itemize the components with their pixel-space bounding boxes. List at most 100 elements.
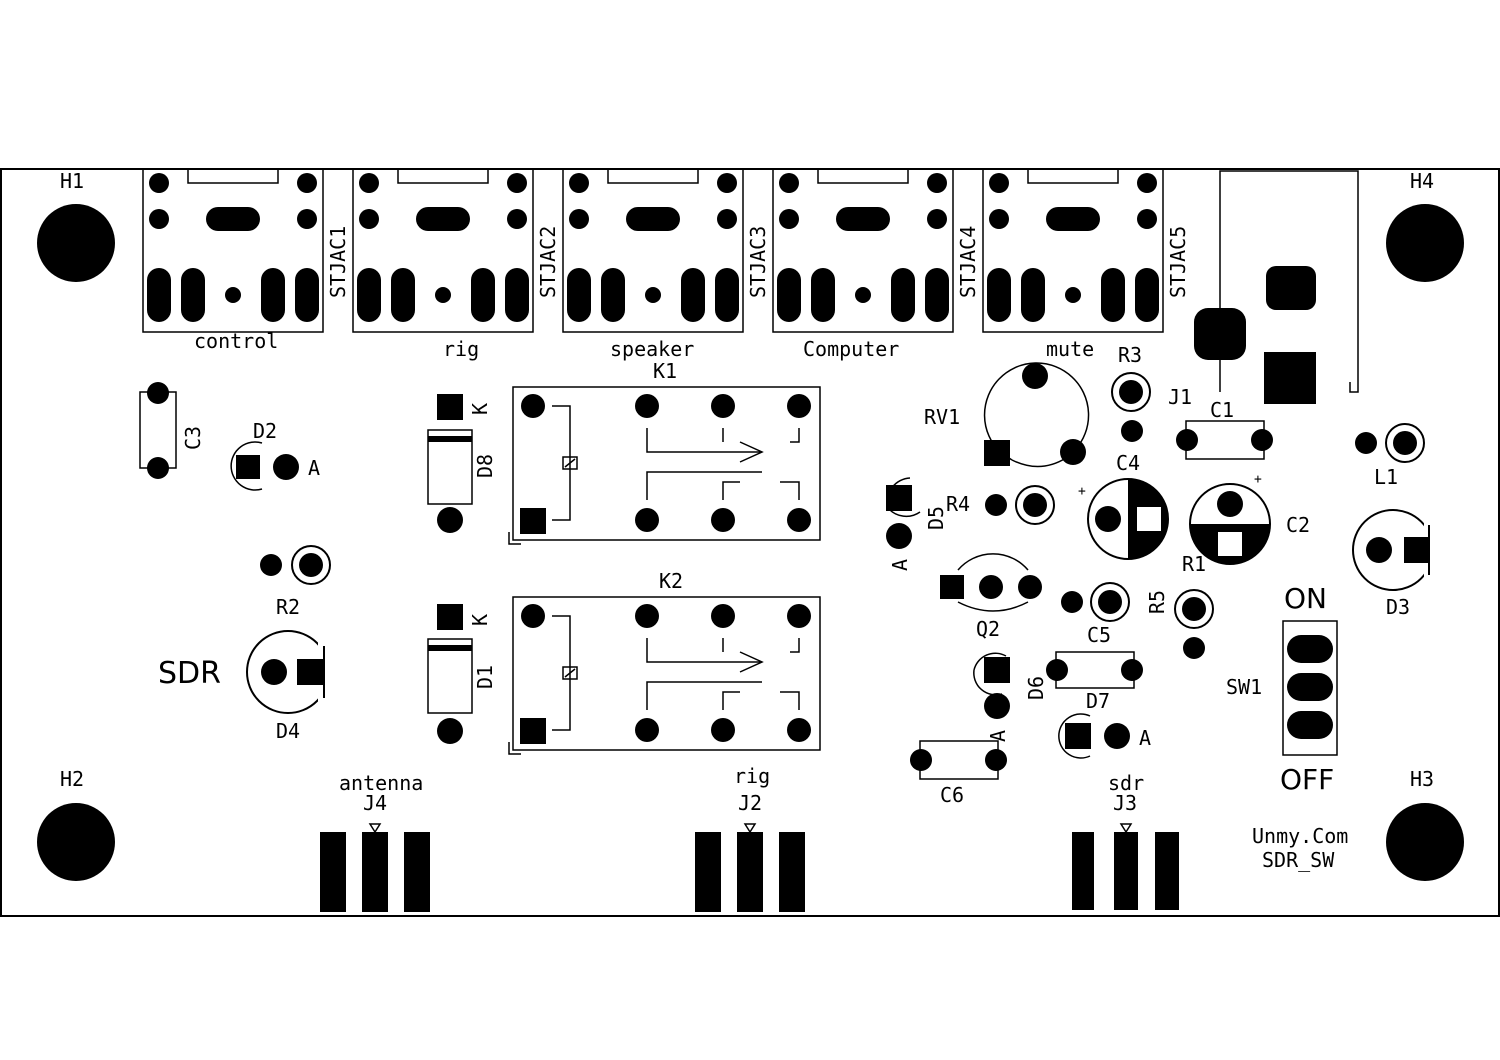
pad <box>149 209 169 229</box>
pad <box>711 604 735 628</box>
transistor-q2: Q2 <box>940 553 1042 641</box>
pad <box>1216 530 1244 558</box>
mounting-hole-h4: H4 <box>1386 169 1464 282</box>
pad <box>891 268 915 322</box>
header-j4: antenna J4 <box>320 771 430 912</box>
contact-line <box>780 481 800 500</box>
relay-k1: K1 <box>508 359 821 545</box>
c6-ref: C6 <box>940 783 964 807</box>
contact-line <box>646 681 762 710</box>
power-jack-j1: J1 <box>1168 170 1359 409</box>
j4-ref: J4 <box>363 791 387 815</box>
coil-mark <box>564 668 576 678</box>
pad <box>1355 432 1377 454</box>
pad <box>1182 597 1206 621</box>
r4-ref: R4 <box>946 492 970 516</box>
led-flat-mask <box>1424 518 1438 582</box>
led-d3: D3 <box>1352 509 1438 619</box>
relay-outline <box>512 386 821 541</box>
pad <box>1287 673 1333 701</box>
jack-tab <box>397 168 489 184</box>
c2-plus: + <box>1254 472 1262 487</box>
pin <box>1114 832 1138 910</box>
d3-ref: D3 <box>1386 595 1410 619</box>
hole-pad <box>1386 803 1464 881</box>
pad <box>711 394 735 418</box>
c2-ref: C2 <box>1286 513 1310 537</box>
led-d4: D4 <box>246 630 332 743</box>
diode-outline <box>427 638 473 714</box>
inductor-l1: L1 <box>1355 423 1425 489</box>
contact-line <box>646 638 762 663</box>
pad <box>297 173 317 193</box>
pad-ring <box>1111 372 1151 412</box>
stjac1-ref: STJAC1 <box>326 226 350 298</box>
stjac5-label: mute <box>1046 337 1094 361</box>
pad <box>437 718 463 744</box>
contact-line <box>722 691 740 710</box>
jack-stjac3 <box>562 168 744 333</box>
pad <box>1264 352 1316 404</box>
mounting-hole-h3: H3 <box>1386 767 1464 881</box>
board-outline <box>0 168 1500 917</box>
pin <box>1155 832 1179 910</box>
pad <box>507 209 527 229</box>
d8-cathode: K <box>468 403 492 415</box>
pad <box>1137 209 1157 229</box>
led-outline <box>973 652 1007 671</box>
j2-label: rig <box>734 764 770 788</box>
coil <box>562 666 578 680</box>
pin <box>695 832 721 912</box>
led-d7-anode: A <box>1058 713 1151 759</box>
pad <box>717 173 737 193</box>
pad <box>1366 537 1392 563</box>
pad <box>507 173 527 193</box>
pad <box>777 268 801 322</box>
pad <box>601 268 625 322</box>
pad <box>635 604 659 628</box>
pad <box>635 394 659 418</box>
pad <box>206 207 260 231</box>
pad <box>147 268 171 322</box>
pad <box>984 657 1010 683</box>
header-j3: sdr J3 <box>1072 771 1179 910</box>
pad <box>910 749 932 771</box>
switch-on-label: ON <box>1284 582 1327 615</box>
pad <box>787 718 811 742</box>
capacitor-c4: + C4 <box>1078 451 1169 560</box>
d5-anode: A <box>888 559 912 571</box>
pad <box>273 454 299 480</box>
d1-ref: D1 <box>473 665 497 689</box>
c3-ref: C3 <box>181 426 205 450</box>
c4-plus: + <box>1078 484 1086 499</box>
diode-d1: D1 K <box>427 604 497 744</box>
switch-outline <box>1282 620 1338 756</box>
r5-ref: R5 <box>1145 590 1169 614</box>
pin <box>737 832 763 912</box>
d7-anode-mark: A <box>1139 726 1151 750</box>
pad <box>1046 207 1100 231</box>
led-outline <box>1058 713 1091 759</box>
hole-pad <box>37 204 115 282</box>
jack-outline <box>1219 170 1359 393</box>
sdr-label: SDR <box>158 656 221 691</box>
contact-line <box>780 691 800 710</box>
transistor-outline <box>957 553 1029 571</box>
contact-line <box>790 428 800 443</box>
pad <box>1137 173 1157 193</box>
pad <box>297 209 317 229</box>
j3-ref: J3 <box>1113 791 1137 815</box>
pin <box>404 832 430 912</box>
cathode-band <box>428 645 472 651</box>
resistor-r4: R4 <box>946 485 1055 525</box>
pad <box>1287 711 1333 739</box>
pin1-marker <box>1119 823 1133 834</box>
pin1-marker <box>368 823 382 834</box>
capacitor-c3: C3 <box>139 382 205 479</box>
mounting-hole-h1: H1 <box>37 169 115 282</box>
pin <box>320 832 346 912</box>
pad <box>984 693 1010 719</box>
pad <box>1060 439 1086 465</box>
pad <box>715 268 739 322</box>
c4-ref: C4 <box>1116 451 1140 475</box>
